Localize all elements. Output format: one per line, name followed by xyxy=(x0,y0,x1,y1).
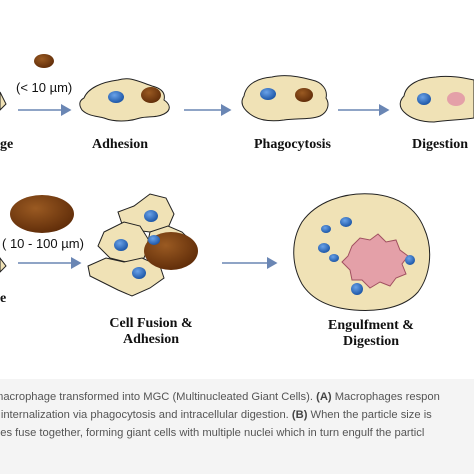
phagocytosis-cell xyxy=(241,75,329,122)
small-particle-size-label: (< 10 µm) xyxy=(16,80,73,95)
nucleus xyxy=(114,239,128,251)
caption-line: macrophage transformed into MGC (Multinu… xyxy=(0,391,440,403)
caption-line: ges fuse together, forming giant cells w… xyxy=(0,427,424,439)
nucleus xyxy=(144,210,158,222)
attached-particle xyxy=(141,87,161,103)
digestion-cell xyxy=(399,75,474,123)
nucleus xyxy=(132,267,146,279)
stage-label-phagocytosis: Phagocytosis xyxy=(254,137,331,152)
macrophage-cell-partial xyxy=(0,91,7,111)
stage-label-digestion: Digestion xyxy=(412,137,468,152)
nucleus xyxy=(260,88,276,100)
panel-ref-a: (A) xyxy=(316,391,332,403)
nucleus xyxy=(148,235,160,245)
stage-label-line: Engulfment & xyxy=(328,318,414,333)
figure-caption: macrophage transformed into MGC (Multinu… xyxy=(0,379,474,474)
stage-label-cell-fusion: Cell Fusion & Adhesion xyxy=(96,316,206,348)
engulfed-particle xyxy=(295,88,313,102)
nucleus xyxy=(340,217,352,227)
nucleus xyxy=(329,254,339,262)
nucleus xyxy=(108,91,124,103)
stage-label-line: Cell Fusion & xyxy=(109,316,193,331)
nucleus xyxy=(321,225,331,233)
nucleus xyxy=(351,283,363,295)
nucleus xyxy=(417,93,431,105)
fusing-cell xyxy=(87,257,165,297)
macrophage-cell-partial xyxy=(0,257,7,273)
nucleus xyxy=(405,255,415,265)
nucleus xyxy=(318,243,330,253)
large-particle xyxy=(10,195,74,233)
caption-text: When the particle size is xyxy=(307,409,432,421)
caption-text: ges fuse together, forming giant cells w… xyxy=(0,427,425,439)
caption-text: Macrophages respon xyxy=(331,391,440,403)
stage-label-adhesion: Adhesion xyxy=(92,137,149,152)
caption-text: r internalization via phagocytosis and i… xyxy=(0,409,292,421)
stage-label-line: Adhesion xyxy=(122,332,180,347)
large-particle-size-label: ( 10 - 100 µm) xyxy=(2,236,84,251)
stage-label-macrophage: ge xyxy=(0,137,14,152)
small-particle xyxy=(34,54,54,68)
stage-label-line: Digestion xyxy=(343,334,399,349)
stage-label-engulfment: Engulfment & Digestion xyxy=(316,318,426,350)
caption-text: macrophage transformed into MGC (Multinu… xyxy=(0,391,317,403)
digesting-particle xyxy=(341,233,409,289)
caption-line: r internalization via phagocytosis and i… xyxy=(0,409,432,421)
panel-ref-b: (B) xyxy=(291,409,308,421)
stage-label-macrophage: e xyxy=(0,291,7,306)
digesting-vacuole xyxy=(447,92,465,106)
